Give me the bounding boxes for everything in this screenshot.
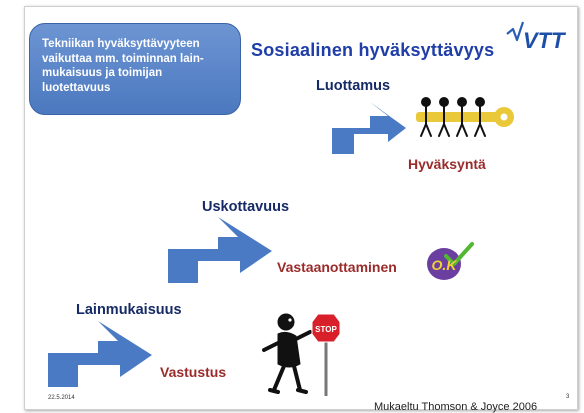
stage-label-luottamus: Luottamus [316,78,391,94]
step-arrow-icon [168,217,272,283]
info-box: Tekniikan hyväksyttävyyteen vaikuttaa mm… [29,23,241,115]
outcome-label-vastaanottaminen: Vastaanottaminen [277,259,397,275]
stop-sign-text: STOP [315,325,337,334]
page-number: 3 [566,394,570,400]
info-line: Tekniikan hyväksyttävyyteen [42,38,200,50]
footer-credit: Mukaeltu Thomson & Joyce 2006 [374,401,538,413]
stage-label-uskottavuus: Uskottavuus [202,199,290,215]
footer-date: 22.5.2014 [48,395,75,401]
outcome-label-vastustus: Vastustus [160,364,227,380]
ok-badge-icon: O.K [427,242,474,280]
slide-title: Sosiaalinen hyväksyttävyys [251,40,495,60]
info-line: vaikuttaa mm. toiminnan lain- [42,52,204,65]
people-with-key-icon [416,97,514,137]
info-line: luotettavuus [42,81,111,94]
vtt-logo: VTT [506,21,566,53]
outcome-label-hyvaksynta: Hyväksyntä [408,156,486,172]
info-line: mukaisuus ja toimijan [42,67,163,79]
stage-label-lainmukaisuus: Lainmukaisuus [76,302,182,318]
step-arrow-icon [332,102,406,154]
step-arrow-icon [48,321,152,387]
ok-badge-text: O.K [432,257,458,273]
vtt-logo-text: VTT [523,28,566,53]
stop-figure-icon: STOP [262,313,341,396]
